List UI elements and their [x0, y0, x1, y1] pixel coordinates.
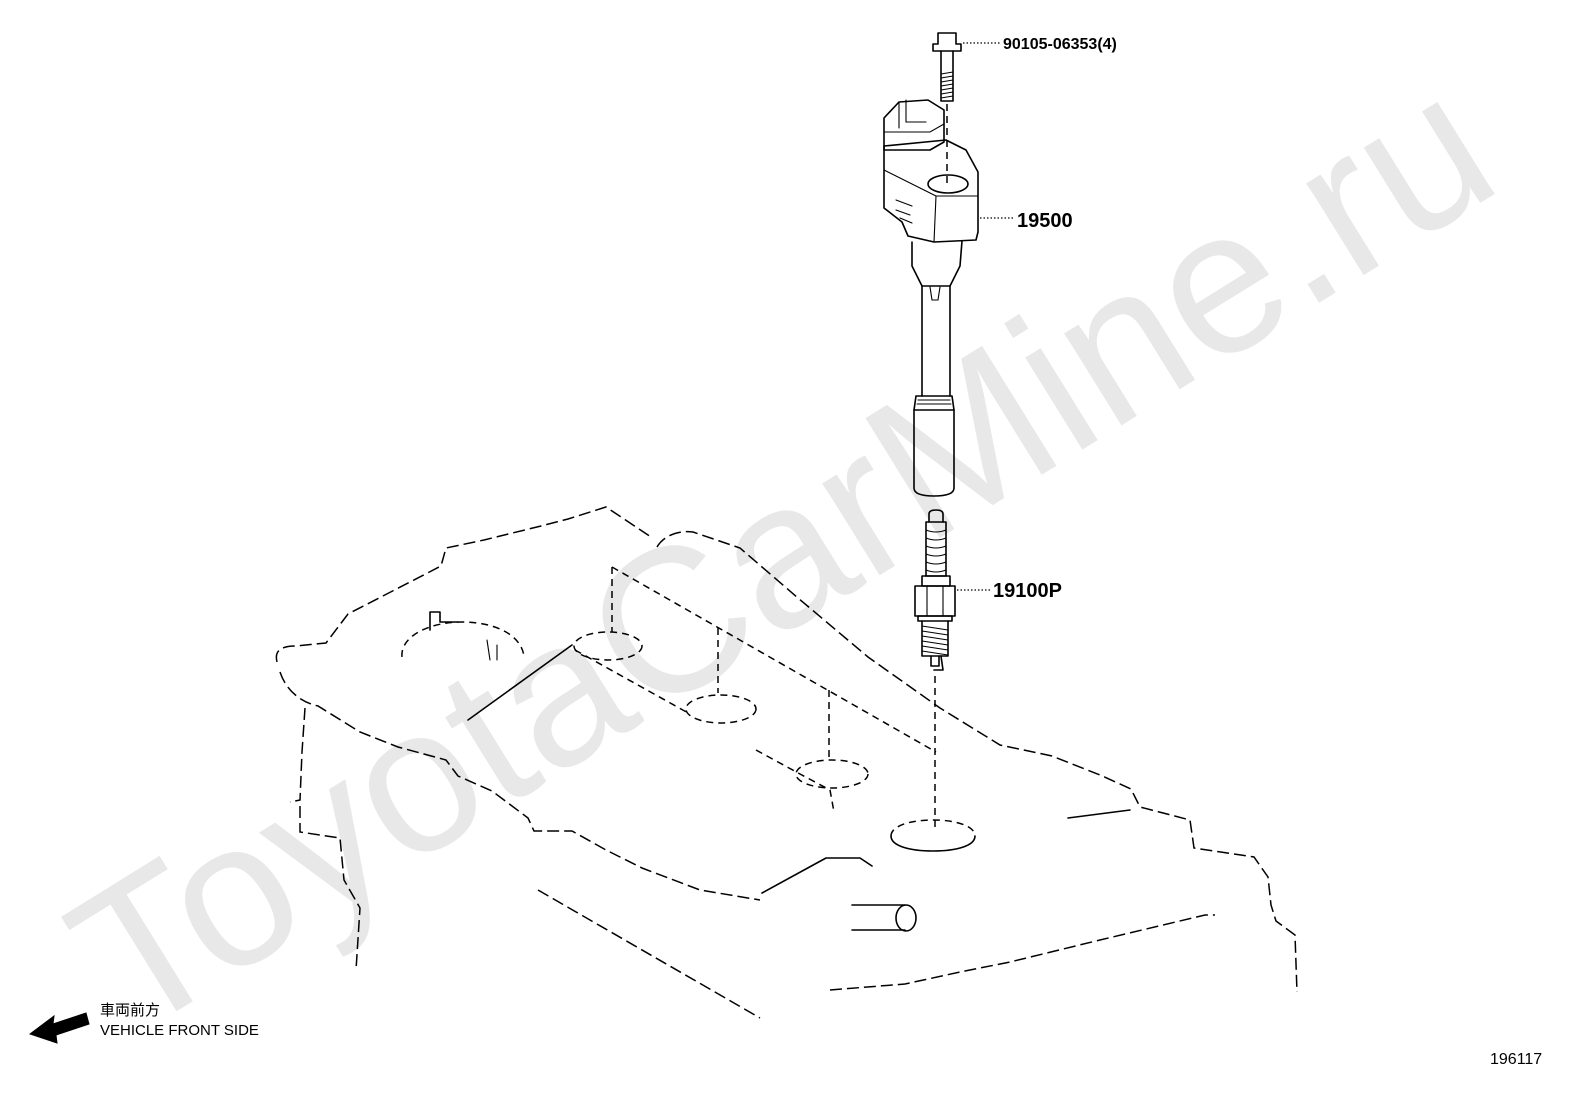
- cover-front-wall-lower: [574, 649, 835, 813]
- head-pipe-fitting: [761, 857, 917, 932]
- head-top-edge-left: [275, 506, 652, 663]
- coil-boot-ribs: [916, 399, 952, 405]
- bolt-threads: [940, 71, 954, 99]
- coil-tube: [921, 285, 951, 397]
- plug-gasket: [917, 615, 953, 622]
- head-front-lower-edge: [279, 671, 761, 901]
- pipe-end: [895, 904, 917, 932]
- plug-hole-4-bottom: [890, 835, 976, 852]
- head-top-edge-right: [656, 530, 1298, 993]
- plug-terminal: [928, 509, 944, 523]
- ignition-coil-part-number[interactable]: 19500: [1017, 210, 1073, 232]
- filler-cap-detail: [486, 639, 498, 661]
- pipe-body: [851, 904, 906, 931]
- arrow-left-icon: [28, 1012, 90, 1044]
- plug-electrode: [930, 655, 944, 671]
- coil-connector: [883, 99, 945, 151]
- head-right-ledge: [1067, 809, 1131, 819]
- filler-cap-notch: [429, 611, 459, 631]
- spark-plug-part-number[interactable]: 19100P: [993, 580, 1062, 602]
- plug-insulator-ribs: [925, 529, 947, 573]
- coil-tube-clip: [929, 286, 941, 301]
- plug-hex-faces: [926, 585, 944, 617]
- pipe-base: [761, 857, 873, 894]
- coil-neck: [911, 240, 963, 287]
- bolt-drawing: [932, 32, 1000, 102]
- coil-bolt-hole: [927, 174, 969, 194]
- plug-well-guide: [611, 567, 830, 758]
- coil-head-vents: [895, 199, 913, 224]
- head-bottom-edge-right: [829, 914, 1215, 991]
- vehicle-front-label-en: VEHICLE FRONT SIDE: [100, 1022, 259, 1039]
- plug-hole-3: [795, 759, 869, 789]
- cover-ridge-line: [611, 566, 937, 753]
- head-bottom-edge-left: [537, 889, 761, 1019]
- plug-thread-lines: [921, 625, 949, 656]
- coil-connector-detail: [883, 99, 945, 133]
- spark-plug-drawing: [914, 509, 990, 671]
- coil-head: [883, 139, 979, 243]
- plug-hole-1: [573, 631, 643, 661]
- watermark-text: ToyotaCarMine.ru: [34, 29, 1530, 1076]
- ignition-coil-drawing: [883, 99, 1014, 497]
- oil-filler-cap: [401, 611, 525, 661]
- coil-boot: [913, 409, 955, 497]
- plug-hole-4-top: [890, 819, 976, 837]
- vehicle-front-label-jp: 車両前方: [100, 1001, 160, 1019]
- head-left-side: [289, 707, 361, 971]
- cover-front-wall: [467, 644, 573, 721]
- plug-hole-4: [890, 819, 976, 852]
- plug-hole-2: [685, 694, 757, 724]
- plug-thread: [921, 620, 949, 657]
- vehicle-front-indicator: 車両前方 VEHICLE FRONT SIDE: [28, 1001, 259, 1044]
- filler-cap-arc: [401, 621, 525, 658]
- coil-head-front-face: [883, 169, 979, 243]
- bolt-head: [932, 32, 962, 52]
- engine-head-outline: [275, 506, 1298, 1019]
- bolt-part-number[interactable]: 90105-06353(4): [1003, 36, 1117, 53]
- illustration-number: 196117: [1490, 1051, 1542, 1068]
